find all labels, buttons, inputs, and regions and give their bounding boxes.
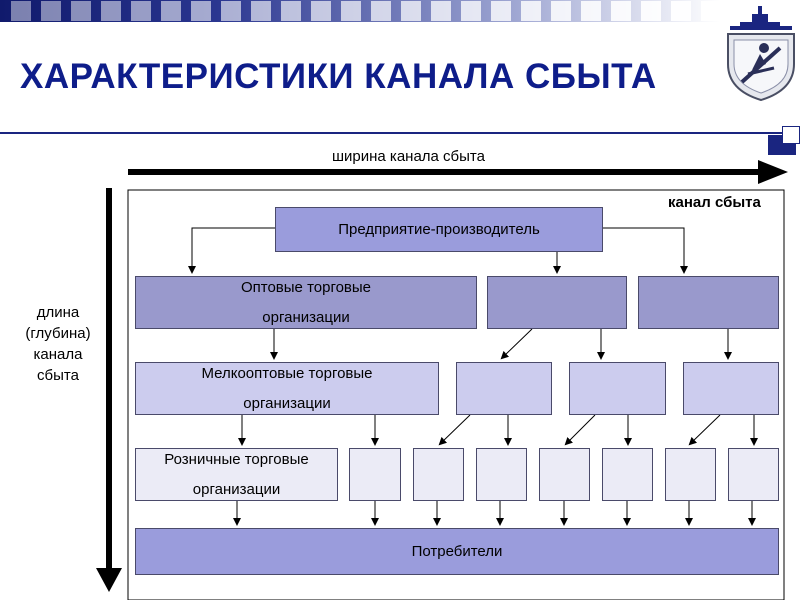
header-square-pattern: [0, 0, 722, 22]
header-square: [341, 1, 361, 21]
producer-box: Предприятие-производитель: [275, 207, 603, 252]
header-square: [401, 1, 421, 21]
header-square: [581, 1, 601, 21]
header-square: [11, 1, 31, 21]
small-wholesale-box-blank: [569, 362, 666, 415]
header-square: [221, 1, 241, 21]
retail-box-blank: [349, 448, 401, 501]
small-wholesale-box: Мелкооптовые торговые организации: [135, 362, 439, 415]
header-square: [191, 1, 211, 21]
retail-box-blank: [728, 448, 779, 501]
header-square: [611, 1, 631, 21]
header-square: [311, 1, 331, 21]
header-square: [131, 1, 151, 21]
retail-box-blank: [539, 448, 590, 501]
header-square: [671, 1, 691, 21]
university-logo-icon: [727, 6, 795, 102]
wholesale-box: Оптовые торговые организации: [135, 276, 477, 329]
retail-box-blank: [413, 448, 464, 501]
header-square: [551, 1, 571, 21]
retail-box-blank: [476, 448, 527, 501]
length-arrow-shaft: [106, 188, 112, 578]
header-square: [521, 1, 541, 21]
header-square: [461, 1, 481, 21]
width-arrow-head: [758, 160, 788, 184]
small-wholesale-box-blank: [456, 362, 552, 415]
width-arrow-shaft: [128, 169, 760, 175]
wholesale-box-blank: [638, 276, 779, 329]
retail-box: Розничные торговые организации: [135, 448, 338, 501]
header-square: [161, 1, 181, 21]
title-divider: [0, 132, 800, 134]
header-square: [251, 1, 271, 21]
header-square: [101, 1, 121, 21]
consumers-box: Потребители: [135, 528, 779, 575]
header-square: [371, 1, 391, 21]
header-square: [641, 1, 661, 21]
retail-box-blank: [665, 448, 716, 501]
width-label: ширина канала сбыта: [332, 148, 485, 165]
channel-diagram: ширина канала сбыта канал сбыта длина (г…: [0, 140, 800, 600]
length-arrow-head: [96, 568, 122, 592]
retail-box-blank: [602, 448, 653, 501]
small-wholesale-box-blank: [683, 362, 779, 415]
header-square: [281, 1, 301, 21]
wholesale-box-blank: [487, 276, 627, 329]
header-square: [431, 1, 451, 21]
header-square: [491, 1, 511, 21]
header-square: [701, 1, 721, 21]
header-square: [71, 1, 91, 21]
header-square: [41, 1, 61, 21]
length-label: длина (глубина) канала сбыта: [25, 304, 91, 384]
page-title: ХАРАКТЕРИСТИКИ КАНАЛА СБЫТА: [20, 57, 657, 96]
channel-label: канал сбыта: [668, 194, 761, 211]
